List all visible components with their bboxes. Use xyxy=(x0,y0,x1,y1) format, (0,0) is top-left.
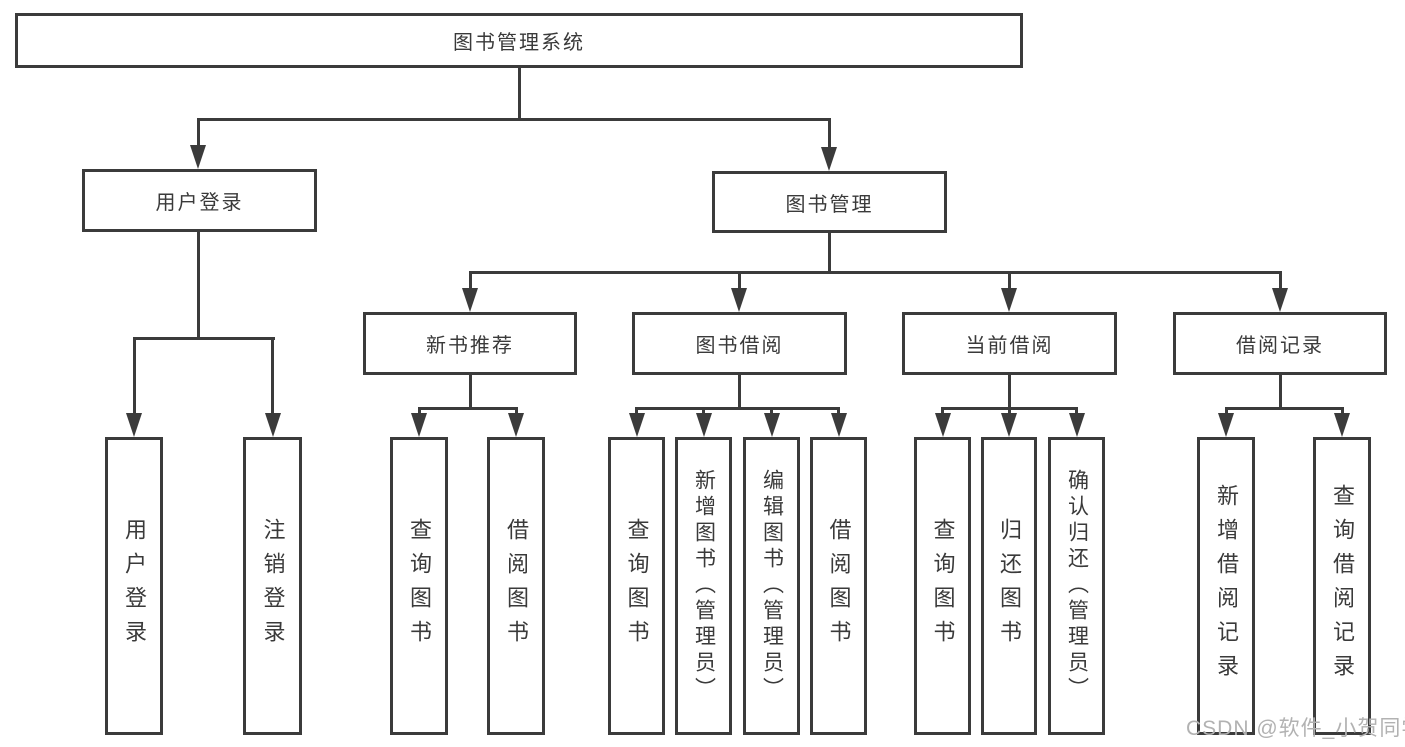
arrow-to-borrow-record xyxy=(1272,271,1289,312)
connector-root-stem xyxy=(517,68,521,118)
node-leaf-bb-query-book: 查询图书 xyxy=(608,437,665,735)
node-book-borrow: 图书借阅 xyxy=(632,312,847,375)
arrow-to-current-borrow xyxy=(1001,271,1018,312)
arrow-to-leaf-logout xyxy=(264,337,281,437)
arrow-to-leaf-user-login xyxy=(126,337,143,437)
arrow-to-leaf-br-query xyxy=(1334,407,1351,437)
node-leaf-cb-confirm-return-admin: 确认归还（管理员） xyxy=(1048,437,1105,735)
arrow-to-user-login xyxy=(190,118,207,169)
arrow-to-leaf-bb-borrow xyxy=(830,407,847,437)
arrow-to-new-book-rec xyxy=(462,271,479,312)
connector-new-book-rec-rail xyxy=(417,407,518,410)
node-leaf-br-add-record: 新增借阅记录 xyxy=(1197,437,1255,735)
node-leaf-bb-add-book-admin: 新增图书（管理员） xyxy=(675,437,732,735)
arrow-to-leaf-bb-query xyxy=(628,407,645,437)
arrow-to-leaf-cb-confirm xyxy=(1068,407,1085,437)
connector-current-borrow-stem xyxy=(1007,375,1011,407)
node-leaf-rec-query-book: 查询图书 xyxy=(390,437,448,735)
node-book-management: 图书管理 xyxy=(712,171,947,233)
arrow-to-leaf-cb-return xyxy=(1001,407,1018,437)
arrow-to-leaf-br-add xyxy=(1218,407,1235,437)
connector-user-login-stem xyxy=(196,232,200,337)
node-borrow-record: 借阅记录 xyxy=(1173,312,1387,375)
connector-book-borrow-rail xyxy=(635,407,840,410)
node-user-login: 用户登录 xyxy=(82,169,317,232)
arrow-to-leaf-cb-query xyxy=(934,407,951,437)
arrow-to-leaf-rec-query xyxy=(411,407,428,437)
connector-borrow-record-stem xyxy=(1278,375,1282,407)
node-current-borrow: 当前借阅 xyxy=(902,312,1117,375)
node-leaf-br-query-record: 查询借阅记录 xyxy=(1313,437,1371,735)
connector-borrow-record-rail xyxy=(1224,407,1344,410)
node-leaf-cb-query-book: 查询图书 xyxy=(914,437,971,735)
node-leaf-bb-borrow-book: 借阅图书 xyxy=(810,437,867,735)
arrow-to-leaf-bb-edit xyxy=(763,407,780,437)
connector-level1-rail xyxy=(196,118,830,121)
node-leaf-bb-edit-book-admin: 编辑图书（管理员） xyxy=(743,437,800,735)
node-leaf-user-login: 用户登录 xyxy=(105,437,163,735)
node-new-book-recommend: 新书推荐 xyxy=(363,312,577,375)
node-root: 图书管理系统 xyxy=(15,13,1023,68)
node-leaf-logout: 注销登录 xyxy=(243,437,302,735)
connector-book-borrow-stem xyxy=(737,375,741,407)
connector-new-book-rec-stem xyxy=(468,375,472,407)
connector-user-login-rail xyxy=(132,337,275,340)
arrow-to-leaf-rec-borrow xyxy=(508,407,525,437)
node-leaf-cb-return-book: 归还图书 xyxy=(981,437,1037,735)
connector-book-mgmt-rail xyxy=(468,271,1282,274)
arrow-to-book-mgmt xyxy=(821,118,838,171)
arrow-to-book-borrow xyxy=(731,271,748,312)
connector-book-mgmt-stem xyxy=(827,233,831,271)
node-leaf-rec-borrow-book: 借阅图书 xyxy=(487,437,545,735)
arrow-to-leaf-bb-add xyxy=(695,407,712,437)
csdn-watermark: CSDN @软件_小贺同学 xyxy=(1186,717,1405,740)
